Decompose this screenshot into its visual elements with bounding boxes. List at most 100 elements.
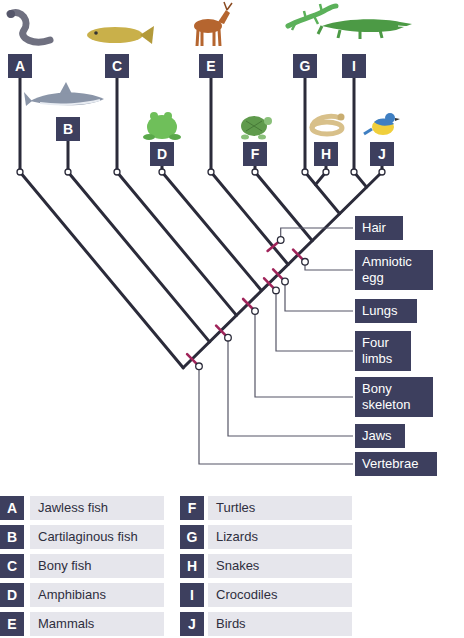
trait-ticks: [243, 299, 253, 309]
branch-tips: [114, 169, 120, 175]
clade-letter-box: I: [342, 54, 366, 78]
key-letter-box: I: [180, 583, 204, 607]
frog-icon: [150, 112, 158, 120]
turtle-icon: [241, 135, 249, 140]
key-name-bar: Bony fish: [30, 554, 164, 578]
branch-tips: [65, 169, 71, 175]
node-label: H: [180, 554, 204, 578]
trait-box: Lungs: [355, 299, 417, 323]
key-name-bar: Amphibians: [30, 583, 164, 607]
frog-icon: [143, 112, 181, 140]
clade-letter-box: J: [370, 142, 394, 166]
key-letter-box: D: [0, 583, 24, 607]
node-label: D: [0, 583, 24, 607]
clade-letter-box: C: [105, 54, 129, 78]
lamprey-icon: [10, 13, 50, 43]
clade-letter-box: G: [293, 54, 317, 78]
node-label: Mammals: [38, 612, 164, 636]
tree-branches: [162, 166, 261, 290]
node-label: Birds: [216, 612, 352, 636]
crocodile-icon: [318, 26, 322, 34]
bony-fish-icon: [140, 26, 154, 44]
key-name-bar: Jawless fish: [30, 496, 164, 520]
leader-dots: [196, 237, 309, 370]
node-label: Lungs: [362, 303, 410, 319]
leader-lines: [276, 290, 353, 351]
branch-tips: [17, 169, 23, 175]
node-label: A: [0, 496, 24, 520]
trait-box: Jaws: [355, 424, 405, 448]
branch-tips: [323, 169, 329, 175]
tree-branches: [255, 166, 312, 241]
bony-fish-icon: [94, 31, 98, 35]
branch-tips: [302, 169, 308, 175]
leader-lines: [228, 338, 353, 436]
snake-icon: [312, 116, 340, 128]
deer-icon: [197, 29, 220, 46]
leader-lines: [199, 366, 353, 464]
frog-icon: [169, 134, 181, 140]
crocodile-icon: [322, 19, 412, 32]
trait-box: Amniotic egg: [355, 250, 433, 290]
node-label: Four limbs: [362, 335, 404, 367]
key-letter-box: B: [0, 525, 24, 549]
clade-letter-box: H: [314, 142, 338, 166]
deer-icon: [224, 2, 232, 10]
trait-ticks: [264, 278, 274, 288]
snake-icon: [312, 122, 342, 134]
key-letter-box: G: [180, 525, 204, 549]
key-name-bar: Lizards: [208, 525, 352, 549]
trait-ticks: [187, 354, 197, 364]
node-label: Crocodiles: [216, 583, 352, 607]
node-label: B: [56, 117, 80, 141]
shark-icon: [24, 92, 32, 106]
turtle-icon: [241, 116, 272, 140]
tree-branches: [183, 166, 382, 368]
trait-ticks: [216, 326, 226, 336]
key-name-bar: Birds: [208, 612, 352, 636]
shark-icon: [60, 82, 72, 94]
node-label: B: [0, 525, 24, 549]
key-name-bar: Mammals: [30, 612, 164, 636]
leader-lines: [305, 262, 353, 270]
trait-ticks: [187, 242, 303, 364]
turtle-icon: [258, 135, 266, 140]
branch-tips: [252, 169, 258, 175]
leader-dots: [282, 278, 289, 285]
key-letter-box: C: [0, 554, 24, 578]
trait-box: Vertebrae: [355, 452, 437, 476]
branch-tips: [208, 169, 214, 175]
key-name-bar: Cartilaginous fish: [30, 525, 164, 549]
node-label: Cartilaginous fish: [38, 525, 164, 549]
node-label: Hair: [362, 220, 396, 236]
node-label: J: [180, 612, 204, 636]
node-label: Jawless fish: [38, 496, 164, 520]
frog-icon: [164, 112, 172, 120]
turtle-icon: [241, 116, 267, 136]
key-name-bar: Turtles: [208, 496, 352, 520]
node-label: E: [0, 612, 24, 636]
node-label: G: [293, 54, 317, 78]
frog-icon: [143, 134, 155, 140]
node-label: H: [314, 142, 338, 166]
shark-icon: [40, 100, 100, 104]
clade-letter-box: D: [150, 142, 174, 166]
node-label: Jaws: [362, 428, 398, 444]
shark-icon: [30, 92, 104, 105]
leader-dots: [302, 259, 309, 266]
tree-branches: [20, 78, 382, 368]
node-label: F: [180, 496, 204, 520]
node-label: I: [180, 583, 204, 607]
clade-letter-box: F: [243, 142, 267, 166]
leader-dots: [225, 334, 232, 341]
node-label: Lizards: [216, 525, 352, 549]
bony-fish-icon: [87, 26, 154, 44]
node-label: Amphibians: [38, 583, 164, 607]
key-letter-box: A: [0, 496, 24, 520]
branch-tips: [159, 169, 165, 175]
leader-dots: [273, 287, 280, 294]
tree-branches: [68, 141, 210, 342]
node-label: Turtles: [216, 496, 352, 520]
leader-dots: [196, 363, 203, 370]
